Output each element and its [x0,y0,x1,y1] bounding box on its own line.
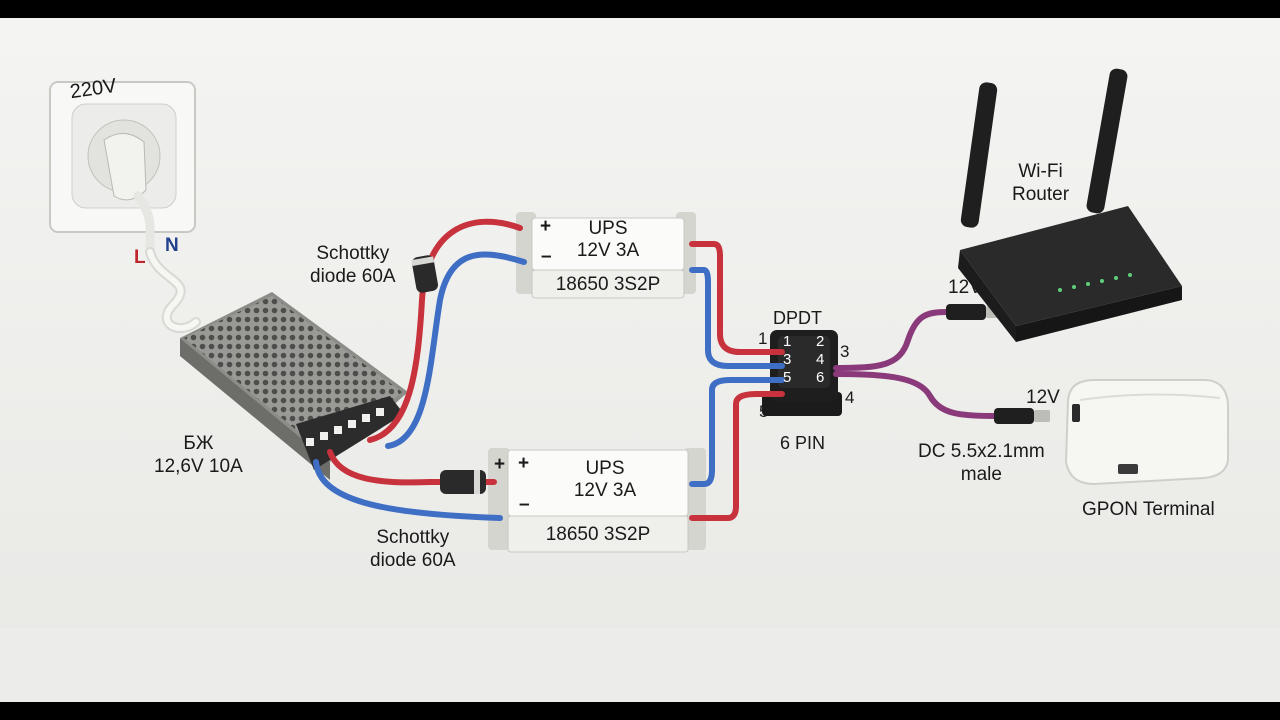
router-label-line1: Wi-Fi [1018,161,1063,182]
dpdt-pin-5: 5 [783,369,792,386]
diode-bottom-label-line2: diode 60A [370,550,456,571]
blue-wire-ups-top-switch [689,267,785,369]
dpdt-pin-6: 6 [816,369,825,386]
ups-top-module [516,212,696,299]
ups-top-battery: 18650 3S2P [555,274,661,295]
gpon-voltage: 12V [1026,387,1060,408]
ups-bottom-title-line1: UPS [585,458,625,479]
red-wire-ups-bottom-switch [689,391,785,521]
neutral-label: N [165,235,179,256]
red-wire-ups-top-switch [689,241,785,355]
connector-label: DC 5.5x2.1mm male [918,440,1045,486]
diode-top-label-line2: diode 60A [310,266,396,287]
dpdt-subtitle: 6 PIN [780,433,826,453]
power-supply-unit [180,292,408,480]
ups-bottom-minus: – [519,494,530,515]
dpdt-pin-2: 2 [816,333,825,350]
ups-bottom-title-line2: 12V 3A [573,480,637,501]
dpdt-ext-pin-5: 5 [759,402,769,421]
router-voltage: 12V [948,277,982,298]
ups-top-title-line1: UPS [588,218,628,239]
wifi-router [958,68,1182,342]
dpdt-pin-3: 3 [783,351,792,368]
diode-bottom-label-line1: Schottky [376,527,450,548]
dpdt-ext-pin-1: 1 [758,329,768,348]
psu-label-line1: БЖ [183,433,214,454]
ups-top-plus: + [540,216,552,237]
psu-label-line2: 12,6V 10A [154,456,243,477]
floor-band [0,628,1280,702]
dpdt-ext-pin-4: 4 [845,388,855,407]
dc-plug-gpon [994,408,1050,424]
dpdt-ext-pin-3: 3 [840,342,850,361]
diode-bottom-label: Schottky diode 60A [370,526,456,572]
ups-top-title: UPS 12V 3A [532,218,684,262]
ups-top-minus: – [541,246,552,267]
ups-bottom-module [488,448,706,553]
dpdt-switch-body [762,330,842,416]
router-label: Wi-Fi Router [1012,160,1069,206]
ups-bottom-title: UPS 12V 3A [540,458,670,502]
dpdt-title: DPDT [773,308,822,328]
live-label: L [134,247,146,268]
red-wire-psu-diode-top [367,218,523,443]
ups-top-title-line2: 12V 3A [576,240,640,261]
gpon-terminal [1064,379,1229,486]
diode-top-label-line1: Schottky [316,243,390,264]
output-wire-router [833,309,949,371]
diode-bottom [440,470,486,494]
red-wire-psu-diode-bottom [327,449,497,486]
connector-label-line1: DC 5.5x2.1mm [918,441,1045,462]
psu-label: БЖ 12,6V 10A [154,432,243,478]
output-wire-gpon [833,371,997,419]
connector-label-line2: male [960,464,1002,485]
diode-top-label: Schottky diode 60A [310,242,396,288]
router-label-line2: Router [1012,184,1070,205]
ups-bottom-plus: + [518,453,530,474]
blue-wire-psu-ups-top [385,251,527,449]
wall-socket [49,81,196,257]
dpdt-pin-1: 1 [783,333,792,350]
dpdt-pin-4: 4 [816,351,825,368]
diode-top [411,255,439,293]
blue-wire-psu-ups-bottom [313,459,503,521]
blue-wire-ups-bottom-switch [689,377,785,487]
gpon-label: GPON Terminal [1082,499,1215,520]
diode-bottom-plus: + [494,454,506,475]
ups-bottom-battery: 18650 3S2P [545,524,651,545]
